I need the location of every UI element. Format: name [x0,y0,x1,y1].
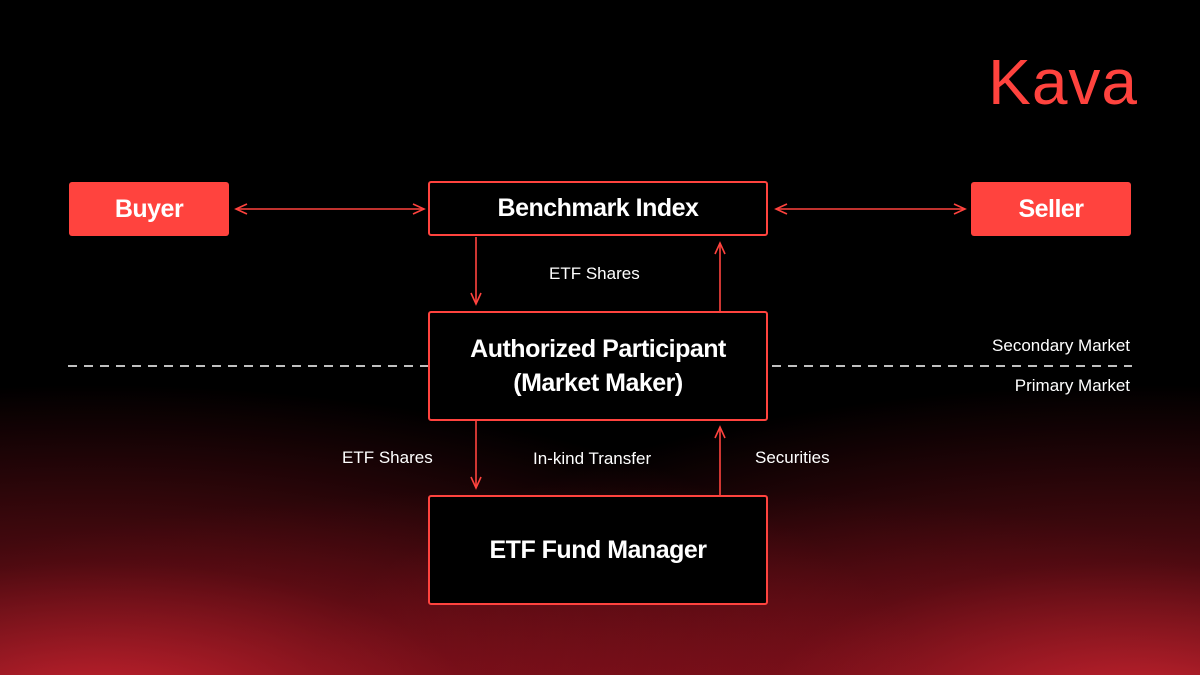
seller-label: Seller [1018,194,1084,223]
buyer-node: Buyer [69,182,229,236]
seller-node: Seller [971,182,1131,236]
securities-label: Securities [755,448,830,467]
etf-shares-upper-label: ETF Shares [549,264,640,283]
fund-manager-node: ETF Fund Manager [428,495,768,605]
market-maker-label: (Market Maker) [513,369,683,397]
in-kind-transfer-label: In-kind Transfer [533,449,652,468]
authorized-participant-node: Authorized Participant (Market Maker) [428,311,768,421]
fund-manager-label: ETF Fund Manager [489,535,708,564]
authorized-participant-label: Authorized Participant [470,335,726,363]
etf-shares-lower-label: ETF Shares [342,448,433,467]
benchmark-index-label: Benchmark Index [497,194,699,222]
secondary-market-label: Secondary Market [992,336,1130,355]
buyer-label: Buyer [114,194,184,223]
benchmark-index-node: Benchmark Index [428,181,768,236]
primary-market-label: Primary Market [1014,376,1130,395]
kava-logo: Kava [988,46,1138,118]
